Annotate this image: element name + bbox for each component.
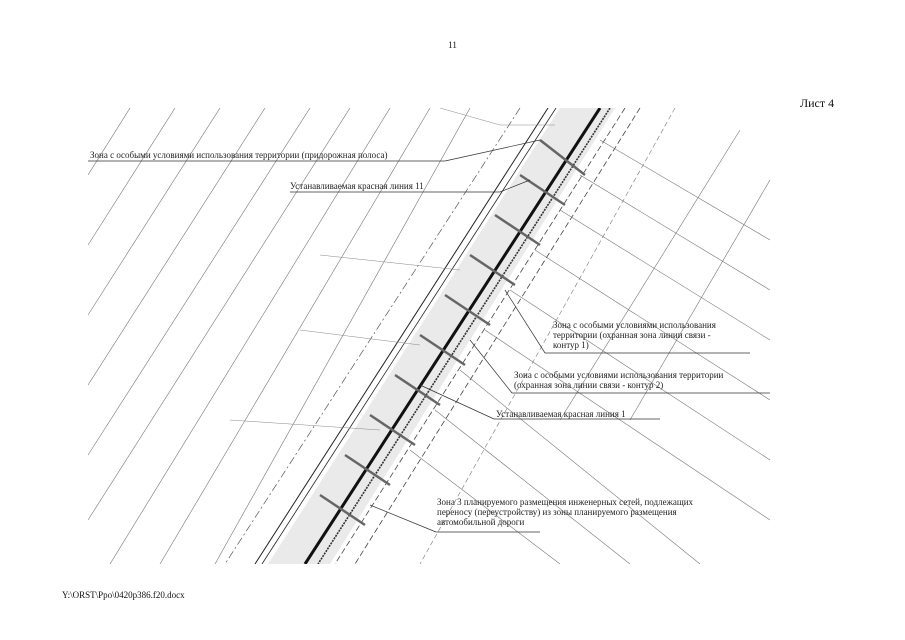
- label-leaders: [88, 139, 770, 533]
- label-comm-zone-2: Зона с особыми условиями использования т…: [514, 370, 724, 390]
- label-comm-zone-1: Зона с особыми условиями использования т…: [553, 320, 716, 350]
- footer-file-path: Y:\ORST\Ppo\0420p386.f20.docx: [62, 590, 185, 600]
- sheet-label: Лист 4: [800, 96, 835, 110]
- page-number: 11: [448, 40, 457, 50]
- plan-lines: [88, 108, 770, 564]
- parcel-boundaries-right: [409, 108, 770, 564]
- label-zone-3: Зона 3 планируемого размещения инженерны…: [437, 497, 694, 527]
- label-red-line-1: Устанавливаемая красная линия 1: [496, 409, 626, 419]
- label-red-line-11: Устанавливаемая красная линия 11: [290, 181, 424, 191]
- parcel-boundaries-left: [88, 108, 471, 564]
- parcel-details: [229, 108, 555, 431]
- road-corridor: [224, 108, 641, 564]
- corridor-hatching: [319, 139, 586, 527]
- label-roadside-zone: Зона с особыми условиями использования т…: [90, 150, 388, 160]
